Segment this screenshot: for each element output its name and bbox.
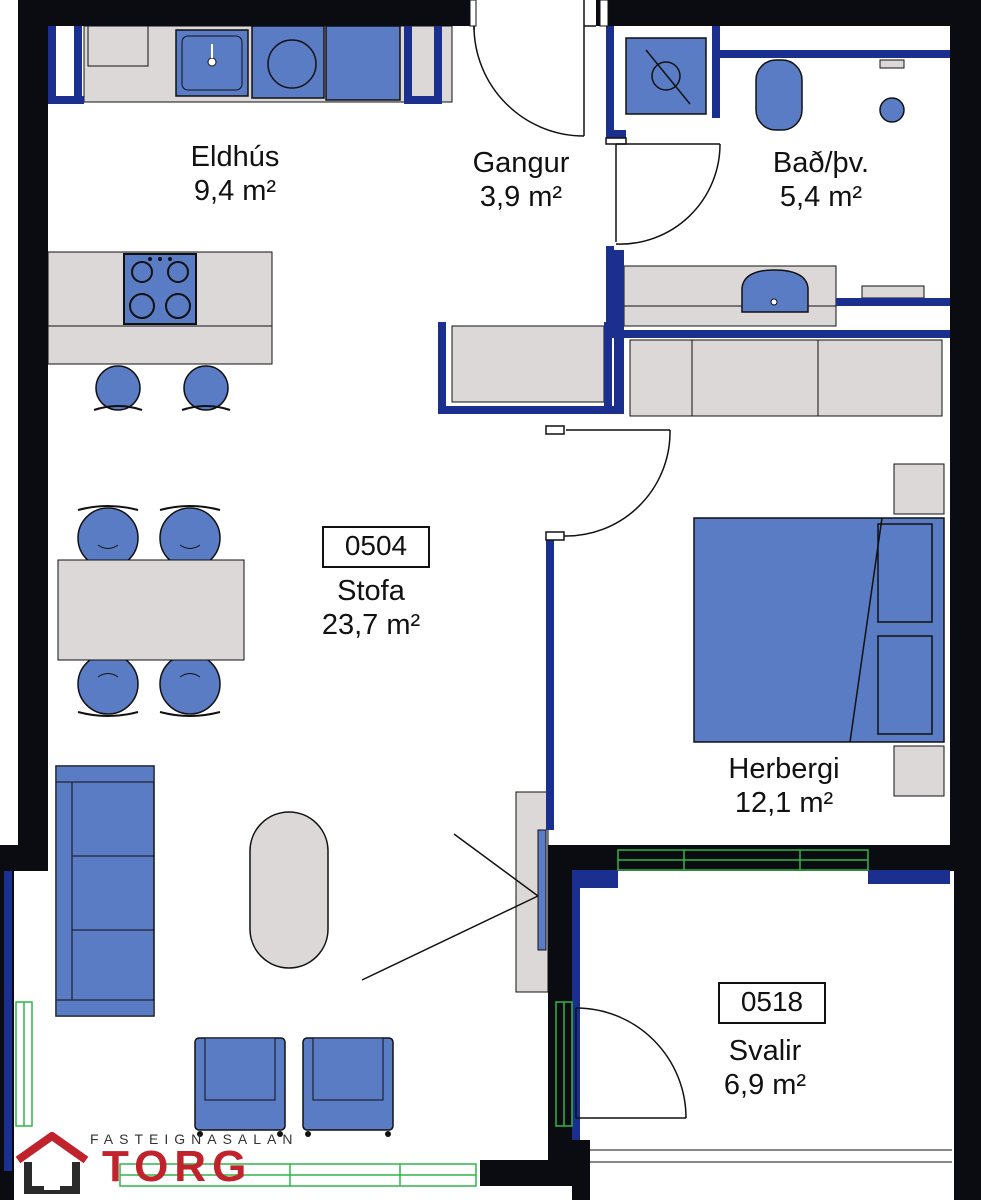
armchairs: [194, 1037, 394, 1137]
room-area: 6,9 m²: [723, 1069, 807, 1101]
room-area: 3,9 m²: [479, 181, 563, 213]
room-name: Eldhús: [190, 141, 280, 173]
bar-stools: [93, 365, 231, 411]
kitchen-island: [47, 251, 273, 365]
balcony-floor: [590, 1149, 952, 1163]
room-name: Gangur: [472, 147, 570, 179]
windows: [15, 849, 869, 1187]
room-area: 23,7 m²: [321, 609, 421, 641]
door-jambs: [469, 0, 609, 27]
dining-set: [57, 505, 245, 717]
room-area: 12,1 m²: [734, 787, 834, 819]
tv-stand: [361, 791, 549, 993]
room-name: Herbergi: [728, 753, 840, 785]
kitchen-counter: [83, 25, 453, 103]
room-label-gangur: Gangur 3,9 m²: [456, 146, 586, 214]
unit-number-main: 0504: [322, 526, 430, 568]
room-area: 5,4 m²: [779, 181, 863, 213]
hallway-closets: [451, 325, 943, 417]
room-name: Svalir: [728, 1035, 802, 1067]
brand-logo: FASTEIGNASALAN TORG: [14, 1128, 314, 1194]
room-label-eldhus: Eldhús 9,4 m²: [170, 140, 300, 208]
room-name: Stofa: [337, 575, 405, 607]
brand-tagline: FASTEIGNASALAN: [90, 1131, 299, 1147]
house-logo-icon: [15, 1132, 89, 1194]
doors: [473, 0, 721, 1119]
bathroom-fixtures: [623, 37, 925, 327]
room-label-bad: Bað/þv. 5,4 m²: [756, 146, 886, 214]
room-label-svalir: Svalir 6,9 m²: [700, 1034, 830, 1102]
bed: [693, 463, 945, 797]
sofa: [55, 765, 155, 1017]
room-label-stofa: Stofa 23,7 m²: [306, 574, 436, 642]
brand-name: TORG: [102, 1142, 253, 1191]
inner-walls: [4, 26, 950, 1171]
unit-number-balcony: 0518: [718, 982, 826, 1024]
room-name: Bað/þv.: [772, 147, 870, 179]
room-area: 9,4 m²: [193, 175, 277, 207]
coffee-table: [249, 811, 329, 969]
room-label-herbergi: Herbergi 12,1 m²: [704, 752, 864, 820]
